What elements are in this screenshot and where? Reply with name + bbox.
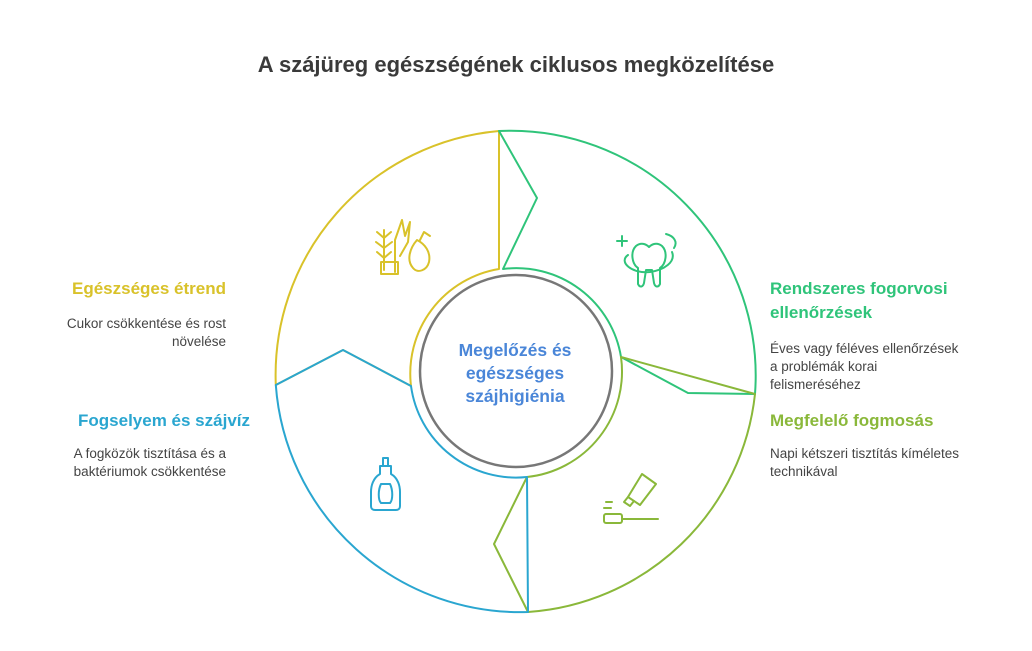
center-line-2: egészséges [465,363,565,383]
dentist-description-line: Éves vagy féléves ellenőrzések [770,341,959,356]
center-circle [418,273,614,469]
center-line-3: szájhigiénia [465,386,565,406]
dentist-label-line: Rendszeres fogorvosi [770,279,948,298]
diagram-title: A szájüreg egészségének ciklusos megköze… [257,52,775,77]
diet-segment-arc [274,130,500,387]
floss-description-line: A fogközök tisztítása és a [73,446,226,461]
diet-description: Cukor csökkentése és rost növelése [20,315,226,351]
diet-description-line: Cukor csökkentése és rost [66,316,226,331]
dentist-label: Rendszeres fogorvosi ellenőrzések [770,277,1020,325]
sparkling-tooth-icon [616,233,677,288]
diet-label: Egészséges étrend [71,279,226,298]
brushing-description: Napi kétszeri tisztítás kíméletes techni… [770,445,1020,481]
dentist-label-line: ellenőrzések [770,303,873,322]
floss-description: A fogközök tisztítása és a baktériumok c… [20,445,226,481]
mouthwash-bottle-icon [370,457,401,511]
dentist-description-line: a problémák korai [770,359,878,374]
diet-description-line: növelése [171,334,226,349]
brushing-label: Megfelelő fogmosás [770,411,934,430]
brushing-segment-arc [493,356,756,613]
dentist-segment-arc [498,129,757,395]
brushing-description-line: technikával [770,464,838,479]
floss-segment-arc [274,349,529,614]
dentist-description-line: felismeréséhez [770,377,861,392]
floss-label: Fogselyem és szájvíz [78,411,250,430]
brushing-description-line: Napi kétszeri tisztítás kíméletes [770,446,960,461]
toothbrush-toothpaste-icon [603,473,659,524]
floss-description-line: baktériumok csökkentése [73,464,226,479]
center-line-1: Megelőzés és [458,340,572,360]
dentist-description: Éves vagy féléves ellenőrzések a problém… [770,340,1020,394]
plant-and-pear-icon [375,219,431,275]
center-text: Megelőzés és egészséges szájhigiénia [420,339,610,408]
